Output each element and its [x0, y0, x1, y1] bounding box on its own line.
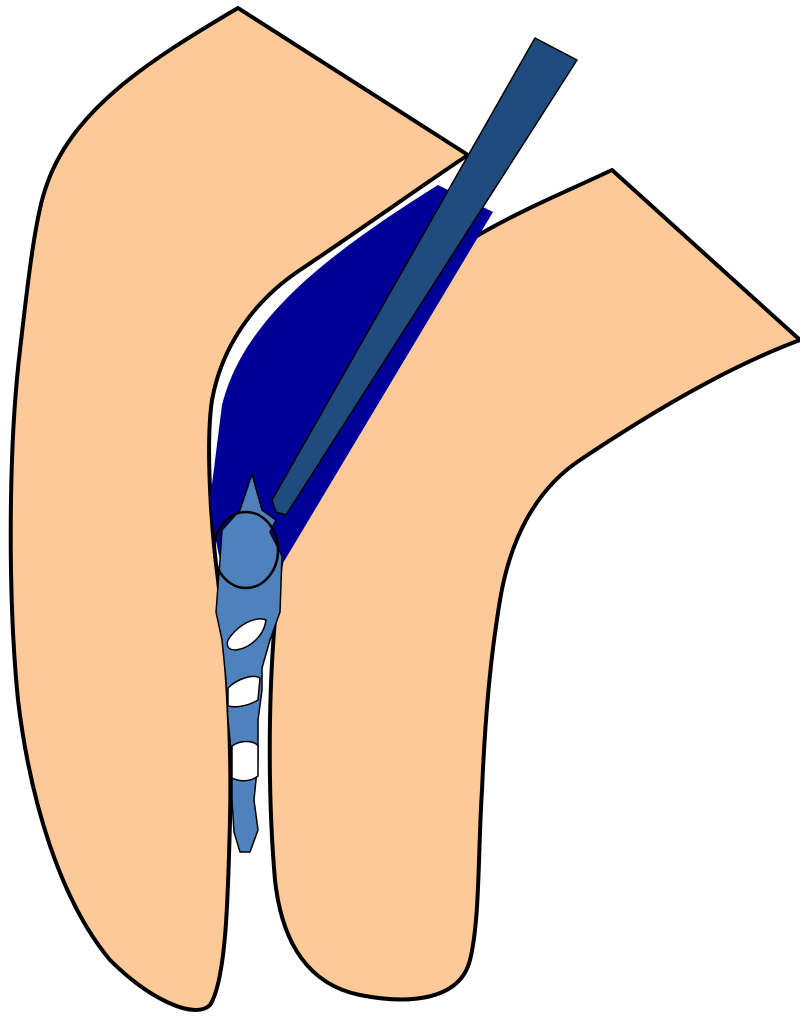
implant-opening-3	[232, 742, 258, 781]
